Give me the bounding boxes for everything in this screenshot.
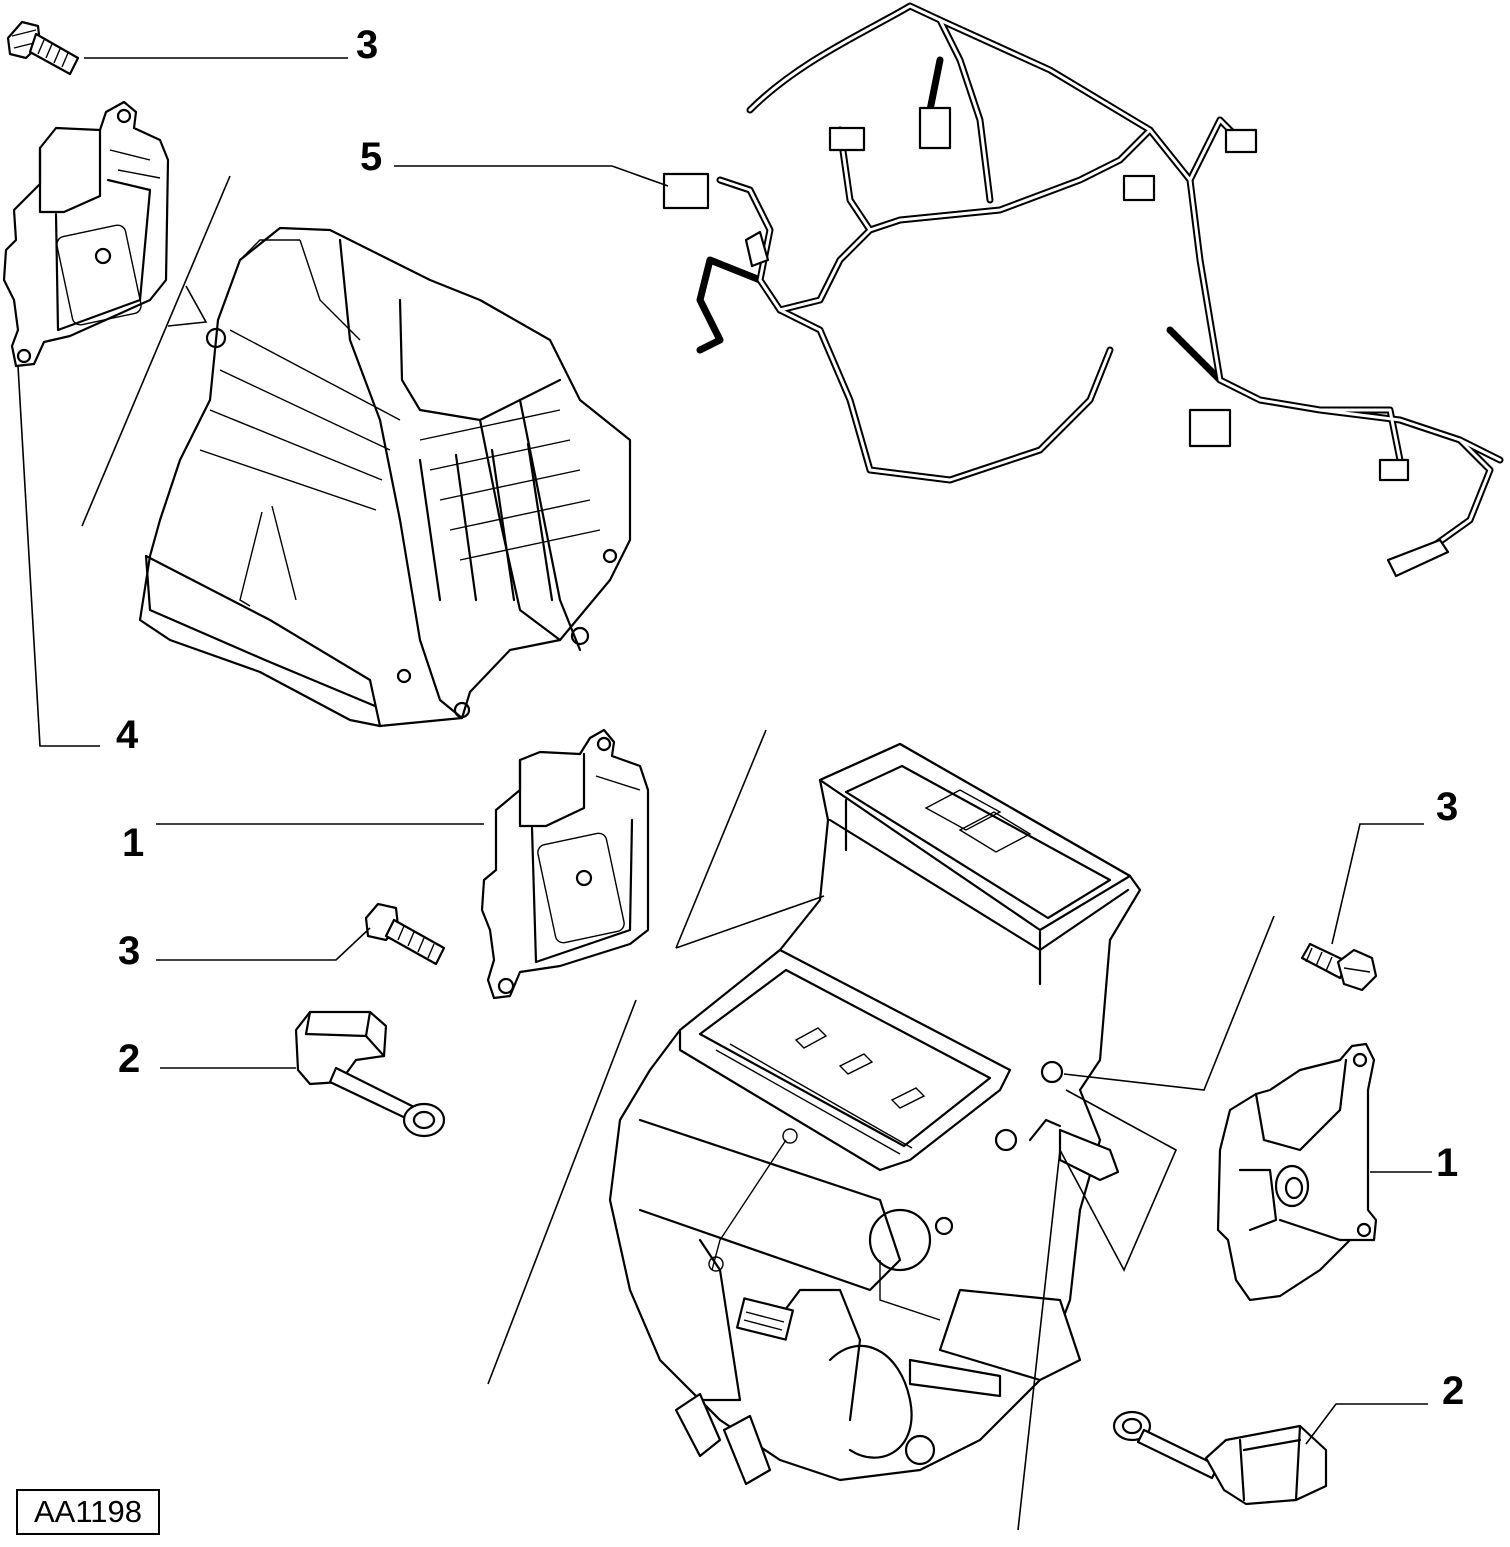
sensor-part-right [1112, 1410, 1328, 1506]
leader-line-wiring-harness-tail [611, 165, 669, 187]
air-distribution-housing [138, 226, 632, 728]
screw-part-middle [364, 902, 446, 966]
callout-number: 2 [118, 1037, 140, 1081]
leader-line-screw-right [1331, 823, 1424, 945]
screw-part-right [1300, 942, 1378, 992]
assembly-boundary-line-upper-bracket [167, 285, 208, 327]
assembly-boundary-line-lower-right [1063, 915, 1275, 1091]
leader-line-actuator-upper-left [17, 365, 100, 747]
assembly-boundary-line-lower-right-b [1017, 1089, 1178, 1531]
callout-number: 4 [116, 713, 139, 757]
assembly-boundary-line-lower-left-b [675, 895, 825, 949]
actuator-part-right [1216, 1042, 1378, 1302]
leader-line-sensor-right [1305, 1403, 1428, 1445]
drawing-code-label: AA1198 [16, 1489, 160, 1535]
heater-blower-housing [608, 742, 1142, 1486]
callout-number: 1 [122, 821, 144, 865]
assembly-boundary-line-upper [81, 175, 231, 527]
leader-line-screw-middle [156, 927, 371, 961]
callout-number: 1 [1436, 1141, 1458, 1185]
actuator-part-middle [480, 728, 650, 1000]
assembly-boundary-line-lower-diagonal [487, 999, 637, 1385]
callout-number: 2 [1442, 1369, 1464, 1413]
assembly-boundary-line-lower-left [675, 729, 767, 949]
callout-number: 3 [118, 929, 140, 973]
screw-part-top-left [6, 20, 80, 76]
wiring-harness-part [662, 2, 1504, 578]
actuator-part-upper-left [2, 100, 170, 368]
callout-number: 3 [356, 23, 378, 67]
sensor-part-left [294, 1010, 446, 1138]
callout-number: 5 [360, 135, 382, 179]
callout-number: 3 [1436, 785, 1458, 829]
